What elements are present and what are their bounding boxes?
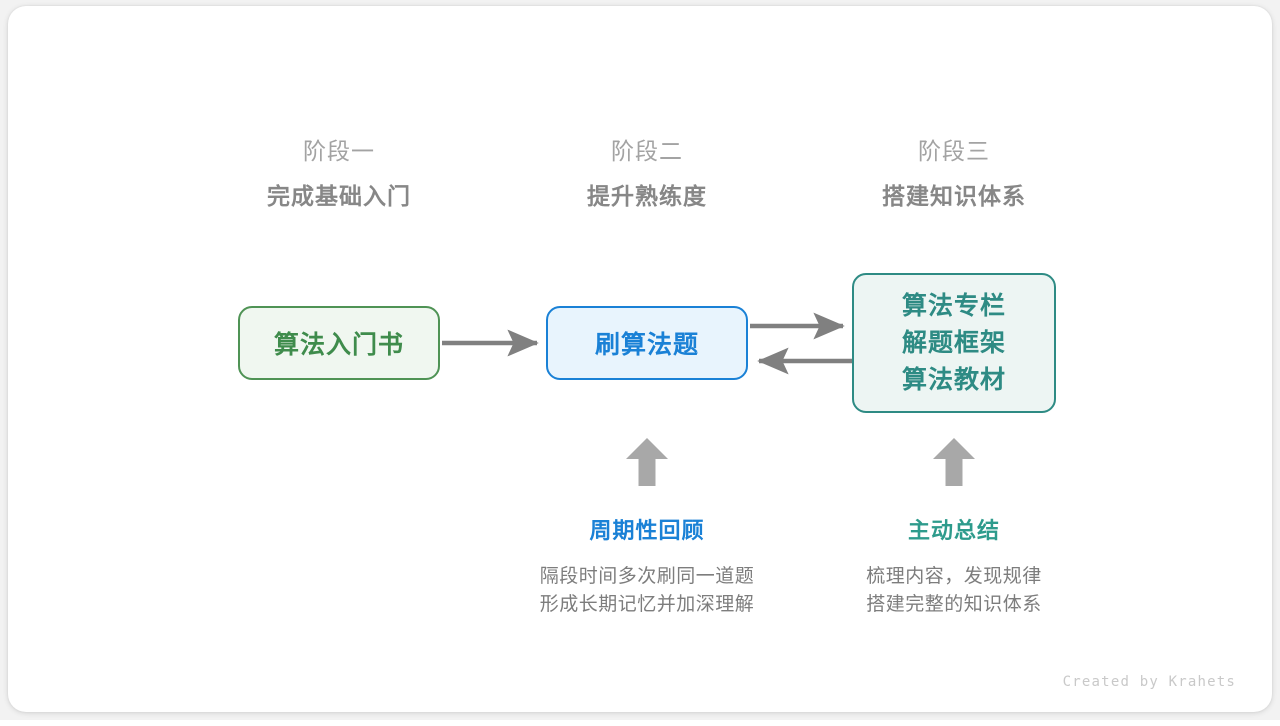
annotation-summary-title: 主动总结	[907, 518, 1000, 543]
annotation-review-desc-line-2: 形成长期记忆并加深理解	[539, 594, 755, 615]
phase-header-3: 阶段三 搭建知识体系	[824, 136, 1084, 212]
annotation-summary-desc: 梳理内容，发现规律 搭建完整的知识体系	[804, 563, 1104, 619]
annotation-review-title: 周期性回顾	[589, 518, 705, 543]
node-practice-problems[interactable]: 刷算法题	[546, 306, 748, 380]
node-book-label: 算法入门书	[273, 331, 404, 359]
annotation-summary-desc-line-2: 搭建完整的知识体系	[866, 594, 1042, 615]
phase-title-3: 搭建知识体系	[882, 183, 1026, 209]
node-resources-line-1: 算法专栏	[901, 291, 1006, 320]
node-learning-resources[interactable]: 算法专栏 解题框架 算法教材	[852, 273, 1056, 413]
footer-credit: Created by Krahets	[1062, 674, 1236, 690]
up-arrow-icon-summary	[932, 437, 976, 487]
phase-header-1: 阶段一 完成基础入门	[209, 136, 469, 212]
annotation-summary-desc-line-1: 梳理内容，发现规律	[866, 566, 1042, 587]
node-resources-line-3: 算法教材	[901, 365, 1006, 394]
phase-title-1: 完成基础入门	[267, 183, 411, 209]
annotation-review-desc: 隔段时间多次刷同一道题 形成长期记忆并加深理解	[497, 563, 797, 619]
phase-stage-label-2: 阶段二	[611, 138, 683, 164]
phase-stage-label-1: 阶段一	[303, 138, 375, 164]
diagram-card: 阶段一 完成基础入门 阶段二 提升熟练度 阶段三 搭建知识体系	[8, 6, 1272, 712]
annotation-periodic-review: 周期性回顾 隔段时间多次刷同一道题 形成长期记忆并加深理解	[497, 516, 797, 619]
annotation-active-summary: 主动总结 梳理内容，发现规律 搭建完整的知识体系	[804, 516, 1104, 619]
annotation-review-desc-line-1: 隔段时间多次刷同一道题	[539, 566, 755, 587]
node-resources-line-2: 解题框架	[901, 328, 1006, 357]
node-algorithm-book[interactable]: 算法入门书	[238, 306, 440, 380]
phase-title-2: 提升熟练度	[587, 183, 707, 209]
node-practice-label: 刷算法题	[594, 331, 699, 359]
phase-header-2: 阶段二 提升熟练度	[517, 136, 777, 212]
up-arrow-icon-review	[625, 437, 669, 487]
phase-stage-label-3: 阶段三	[918, 138, 990, 164]
